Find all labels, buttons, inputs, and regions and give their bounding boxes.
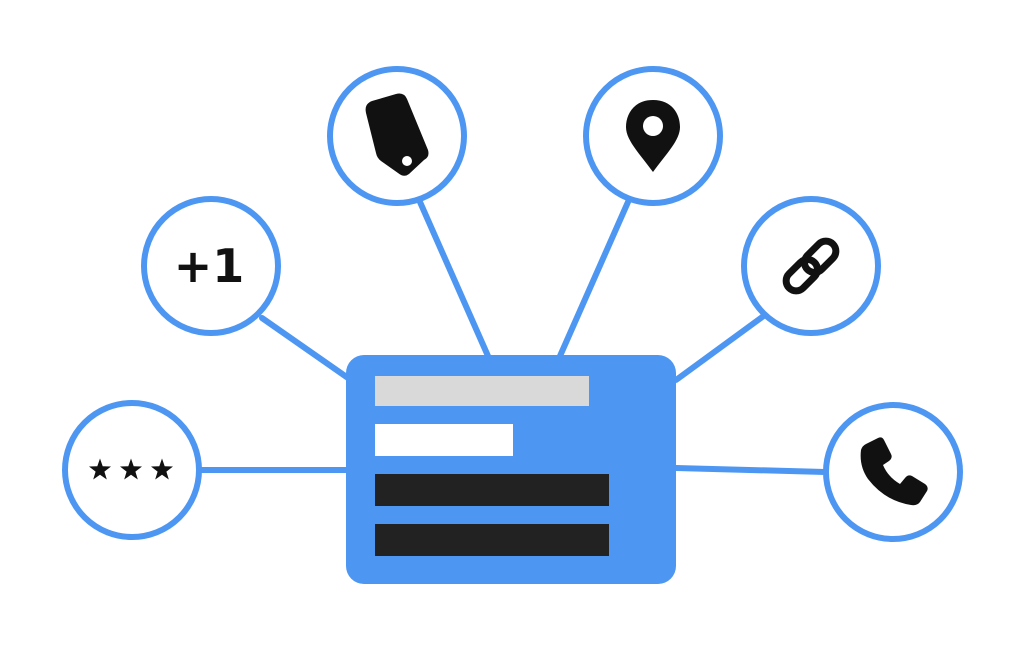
stars-icon <box>89 458 173 480</box>
link-node-ring <box>741 196 881 336</box>
plus-one-icon: +1 <box>174 239 245 293</box>
star-icon <box>89 458 111 480</box>
card-text-bar-2 <box>375 524 609 556</box>
phone-node-ring <box>823 402 963 542</box>
location-node <box>583 66 723 206</box>
connectors <box>197 199 828 475</box>
card-title-bar <box>375 376 589 406</box>
tag-node <box>327 66 467 206</box>
connector-location <box>557 199 631 359</box>
map-pin-icon <box>626 100 680 172</box>
connector-phone <box>673 465 828 475</box>
chain-link-left <box>782 256 821 295</box>
connector-plus-one <box>259 315 351 381</box>
tag-hole <box>402 156 412 166</box>
card-text-bar-1 <box>375 474 609 506</box>
plus-one-node: +1 <box>141 196 281 336</box>
pin-hole <box>643 116 663 136</box>
phone-node <box>823 402 963 542</box>
connector-tag <box>417 199 491 359</box>
link-node <box>741 196 881 336</box>
star-icon <box>151 458 173 480</box>
plus-one-node-ring <box>141 196 281 336</box>
chain-link-icon <box>782 237 840 295</box>
card-subtitle-bar <box>375 424 513 456</box>
phone-icon <box>860 437 928 506</box>
tag-shape <box>365 93 429 176</box>
price-tag-icon <box>365 93 429 176</box>
connector-link <box>673 312 768 383</box>
chain-link-right <box>801 237 840 276</box>
star-icon <box>120 458 142 480</box>
business-card <box>346 355 676 584</box>
rating-node <box>62 400 202 540</box>
phone-handset <box>860 437 928 506</box>
